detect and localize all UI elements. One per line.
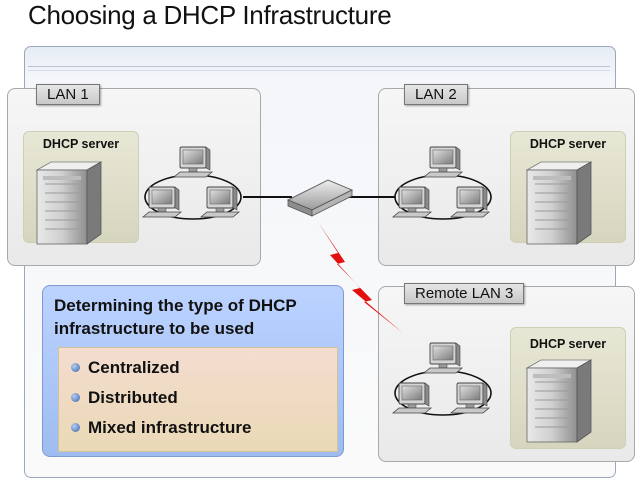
lan-2-workstation-icon bbox=[391, 186, 433, 218]
bullet-item-centralized: Centralized bbox=[71, 358, 180, 378]
lan-3-workstation-icon bbox=[422, 342, 464, 374]
info-heading: Determining the type of DHCP infrastruct… bbox=[54, 296, 297, 338]
lan-1-workstation-icon bbox=[199, 186, 241, 218]
bullet-item-mixed: Mixed infrastructure bbox=[71, 418, 251, 438]
bullet-icon bbox=[71, 363, 80, 372]
router-icon bbox=[286, 179, 354, 217]
lan-2-workstation-icon bbox=[422, 146, 464, 178]
bullet-icon bbox=[71, 423, 80, 432]
slide-title: Choosing a DHCP Infrastructure bbox=[28, 0, 392, 30]
bullet-text: Centralized bbox=[88, 358, 180, 377]
lan-3-label: Remote LAN 3 bbox=[404, 283, 525, 304]
bullet-list: Centralized Distributed Mixed infrastruc… bbox=[58, 347, 338, 452]
lan-2-server-label: DHCP server bbox=[529, 137, 607, 151]
lan-1-workstation-icon bbox=[172, 146, 214, 178]
frame-divider-inner bbox=[28, 70, 610, 71]
bullet-item-distributed: Distributed bbox=[71, 388, 178, 408]
device-layer bbox=[35, 146, 593, 443]
bullet-icon bbox=[71, 393, 80, 402]
lan-1-workstation-icon bbox=[141, 186, 183, 218]
bullet-text: Mixed infrastructure bbox=[88, 418, 252, 437]
network-diagram bbox=[144, 174, 492, 416]
frame-divider bbox=[28, 66, 610, 67]
lan-3-workstation-icon bbox=[391, 382, 433, 414]
lan-2-server-icon bbox=[525, 161, 593, 245]
bullet-text: Distributed bbox=[88, 388, 178, 407]
lan-2-workstation-icon bbox=[449, 186, 491, 218]
lan-2-label: LAN 2 bbox=[404, 84, 468, 105]
lan-1-server-icon bbox=[35, 161, 103, 245]
lan-1-server-label: DHCP server bbox=[42, 137, 120, 151]
lan-3-server-label: DHCP server bbox=[529, 337, 607, 351]
lan-3-server-icon bbox=[525, 359, 593, 443]
infrastructure-type-box: Determining the type of DHCP infrastruct… bbox=[42, 285, 344, 457]
lan-3-workstation-icon bbox=[449, 382, 491, 414]
lan-1-label: LAN 1 bbox=[36, 84, 100, 105]
